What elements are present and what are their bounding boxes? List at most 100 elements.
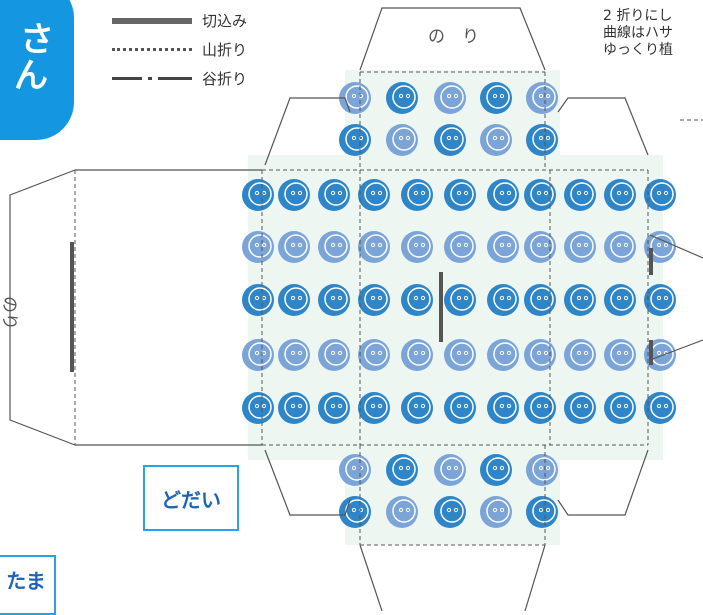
pattern-face-icon: [480, 454, 512, 486]
pattern-face-icon: [278, 284, 310, 316]
legend-valley-swatch: [112, 77, 192, 80]
pattern-face-icon: [242, 284, 274, 316]
pattern-face-icon: [318, 284, 350, 316]
pattern-panels: [242, 70, 676, 545]
lid-side-left-outline: [264, 97, 351, 166]
pattern-face-icon: [604, 231, 636, 263]
pattern-face-icon: [480, 496, 512, 528]
lid-side-right-outline: [557, 97, 649, 156]
pattern-face-icon: [434, 496, 466, 528]
top-glue-label: の り: [428, 27, 479, 47]
pattern-face-icon: [278, 179, 310, 211]
instruction-note: 2 折りにし 曲線はハサ ゆっくり植: [603, 8, 673, 59]
legend-mountain-label: 山折り: [202, 41, 248, 59]
left-glue-flap-outline: [9, 169, 76, 446]
note-line-3: ゆっくり植: [603, 42, 673, 58]
pattern-face-icon: [444, 231, 476, 263]
pattern-face-icon: [386, 496, 418, 528]
pattern-face-icon: [401, 339, 433, 371]
pattern-face-icon: [434, 124, 466, 156]
pattern-face-icon: [242, 231, 274, 263]
pattern-face-icon: [434, 82, 466, 114]
cut-slits: [70, 242, 653, 372]
pattern-face-icon: [487, 284, 519, 316]
pattern-face-icon: [358, 339, 390, 371]
pattern-face-icon: [386, 454, 418, 486]
note-line-2: 曲線はハサ: [603, 25, 673, 41]
pattern-face-icon: [386, 82, 418, 114]
pattern-face-icon: [339, 82, 371, 114]
bottom-partial-label: たま: [6, 569, 46, 593]
bottom-flap-right-outline: [557, 449, 649, 516]
pattern-face-icon: [401, 179, 433, 211]
pattern-face-icon: [386, 124, 418, 156]
pattern-face-icon: [444, 284, 476, 316]
pattern-face-icon: [401, 392, 433, 424]
pattern-face-icon: [242, 179, 274, 211]
pattern-face-icon: [604, 179, 636, 211]
pattern-face-icon: [526, 454, 558, 486]
pattern-face-icon: [358, 284, 390, 316]
fold-lines: [74, 71, 703, 546]
pattern-face-icon: [564, 392, 596, 424]
pattern-face-icon: [526, 82, 558, 114]
legend-valley-label: 谷折り: [202, 70, 248, 88]
pattern-face-icon: [564, 179, 596, 211]
pattern-face-icon: [318, 179, 350, 211]
pattern-face-icon: [487, 231, 519, 263]
pattern-face-icon: [318, 392, 350, 424]
note-line-1: 2 折りにし: [603, 8, 673, 24]
pattern-face-icon: [358, 179, 390, 211]
top-glue-flap-outline: [359, 7, 546, 71]
pattern-face-icon: [524, 339, 556, 371]
legend-mountain-swatch: [112, 48, 192, 51]
pattern-face-icon: [526, 124, 558, 156]
base-label: どだい: [161, 487, 221, 512]
pattern-face-icon: [644, 179, 676, 211]
pattern-face-icon: [604, 284, 636, 316]
pattern-face-icon: [604, 392, 636, 424]
pattern-face-icon: [242, 339, 274, 371]
pattern-face-icon: [401, 231, 433, 263]
pattern-face-icon: [487, 392, 519, 424]
pattern-face-icon: [526, 496, 558, 528]
pattern-face-icon: [318, 231, 350, 263]
pattern-face-icon: [358, 231, 390, 263]
pattern-face-icon: [444, 179, 476, 211]
base-label-box: どだい: [143, 465, 239, 531]
pattern-face-icon: [564, 284, 596, 316]
pattern-face-icon: [278, 392, 310, 424]
pattern-face-icon: [644, 392, 676, 424]
pattern-face-icon: [444, 339, 476, 371]
panel-outlines: [9, 7, 703, 611]
pattern-face-icon: [604, 339, 636, 371]
legend-cut: 切込み: [112, 10, 247, 31]
bottom-partial-label-box: たま: [0, 555, 56, 615]
pattern-face-icon: [339, 124, 371, 156]
pattern-face-icon: [318, 339, 350, 371]
legend-mountain: 山折り: [112, 39, 247, 60]
pattern-face-icon: [564, 339, 596, 371]
pattern-face-icon: [564, 231, 596, 263]
pattern-face-icon: [401, 284, 433, 316]
pattern-face-icon: [644, 284, 676, 316]
legend-cut-swatch: [112, 17, 192, 24]
title-badge: [0, 0, 74, 140]
pattern-face-icon: [524, 284, 556, 316]
pattern-face-icon: [242, 392, 274, 424]
badge-text-1: さ: [20, 20, 54, 60]
pattern-face-icon: [524, 392, 556, 424]
pattern-face-icon: [278, 339, 310, 371]
pattern-face-icon: [278, 231, 310, 263]
pattern-face-icon: [487, 339, 519, 371]
legend-valley: 谷折り: [112, 68, 247, 89]
pattern-face-icon: [339, 496, 371, 528]
left-glue-label: のり: [0, 296, 19, 330]
pattern-face-icon: [358, 392, 390, 424]
pattern-face-icon: [480, 82, 512, 114]
pattern-face-icon: [644, 339, 676, 371]
badge-text-2: ん: [14, 56, 48, 96]
bottom-flap-left-outline: [264, 449, 351, 516]
pattern-face-icon: [524, 231, 556, 263]
